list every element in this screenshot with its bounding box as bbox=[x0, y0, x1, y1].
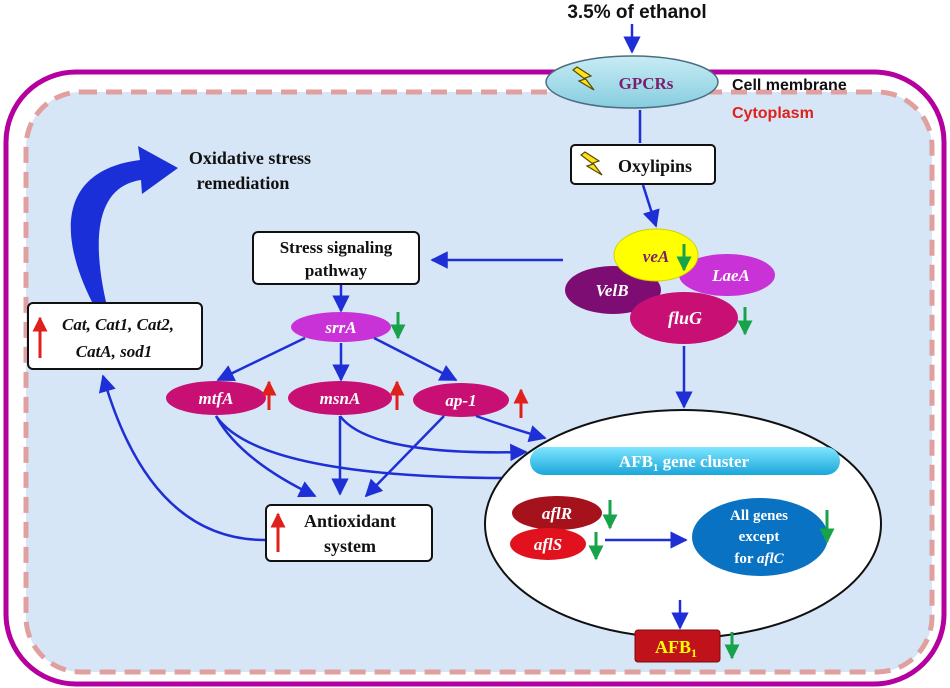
stress-pathway-line1: Stress signaling bbox=[280, 238, 393, 257]
ap1-node: ap-1 bbox=[413, 383, 509, 417]
oxylipin-to-velvet-arrow bbox=[641, 184, 660, 228]
mtfa-label: mtfA bbox=[199, 389, 234, 408]
afls-node bbox=[510, 528, 586, 560]
srra-to-ap1-arrow bbox=[373, 336, 458, 382]
antioxidant-to-cat-arrow bbox=[98, 374, 266, 542]
afb1-label: AFB1 bbox=[655, 637, 697, 660]
remediation-line1: Oxidative stress bbox=[189, 148, 311, 168]
stress-pathway-line2: pathway bbox=[305, 261, 368, 280]
cell-membrane-label: Cell membrane bbox=[732, 77, 847, 94]
flug-node bbox=[630, 292, 738, 344]
mtfa-to-antioxidant-arrow bbox=[214, 415, 317, 498]
ap1-to-cluster-arrow bbox=[475, 414, 547, 443]
gpcrs-node: GPCRs bbox=[545, 55, 719, 109]
msna-label: msnA bbox=[320, 389, 361, 408]
velb-label: VelB bbox=[595, 281, 628, 300]
velvet-complex: veA VelB LaeA fluG bbox=[565, 228, 775, 344]
afb1-product-node: AFB1 bbox=[634, 629, 721, 663]
srra-to-mtfa-arrow bbox=[216, 336, 306, 382]
mtfa-to-cluster-arrow bbox=[214, 415, 532, 487]
aflr-node bbox=[512, 496, 602, 530]
antioxidant-line2: system bbox=[324, 536, 376, 556]
msna-node: msnA bbox=[288, 381, 392, 415]
all-genes-line1: All genes bbox=[730, 508, 788, 524]
remediation-curved-arrow bbox=[70, 146, 178, 302]
flug-label: fluG bbox=[668, 308, 702, 328]
remediation-line2: remediation bbox=[197, 173, 290, 193]
afb1-gene-cluster: AFB1 gene cluster aflR aflS All genes ex… bbox=[484, 409, 882, 639]
antioxidant-line1: Antioxidant bbox=[304, 511, 396, 531]
ap1-to-antioxidant-arrow bbox=[364, 415, 445, 498]
srra-label: srrA bbox=[324, 318, 356, 337]
catalase-line2: CatA, sod1 bbox=[76, 342, 153, 361]
stimulus-label: 3.5% of ethanol bbox=[567, 2, 706, 23]
oxylipins-node: Oxylipins bbox=[570, 144, 716, 185]
catalase-line1: Cat, Cat1, Cat2, bbox=[62, 315, 174, 334]
antioxidant-node: Antioxidant system bbox=[265, 504, 433, 562]
cytoplasm-label: Cytoplasm bbox=[732, 105, 814, 122]
ap1-label: ap-1 bbox=[445, 391, 476, 410]
aflr-label: aflR bbox=[542, 504, 572, 523]
cluster-title-bar bbox=[530, 447, 840, 475]
afls-label: aflS bbox=[534, 535, 562, 554]
all-genes-node bbox=[692, 498, 828, 576]
oxylipins-label: Oxylipins bbox=[618, 156, 692, 176]
cluster-title: AFB1 gene cluster bbox=[619, 452, 750, 474]
laea-label: LaeA bbox=[711, 266, 750, 285]
all-genes-line3: for aflC bbox=[734, 551, 784, 567]
vea-label: veA bbox=[643, 247, 669, 266]
stress-pathway-node: Stress signaling pathway bbox=[252, 231, 420, 285]
laea-node bbox=[679, 254, 775, 296]
all-genes-line2: except bbox=[739, 529, 780, 545]
msna-to-cluster-arrow bbox=[339, 415, 528, 462]
catalase-genes-node: Cat, Cat1, Cat2, CatA, sod1 bbox=[27, 302, 203, 370]
srra-node: srrA bbox=[291, 312, 391, 342]
mtfa-node: mtfA bbox=[166, 381, 266, 415]
gpcrs-label: GPCRs bbox=[619, 74, 674, 93]
